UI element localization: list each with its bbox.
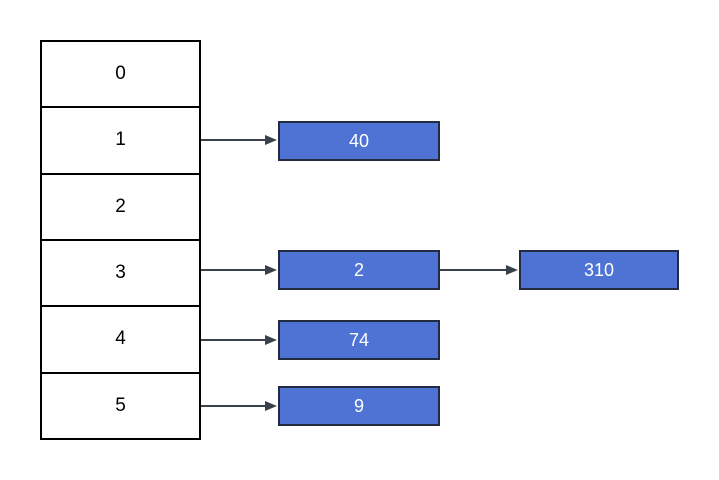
bucket-cell-0: 0 bbox=[42, 42, 199, 109]
arrowhead-icon bbox=[265, 265, 277, 275]
bucket-index-label: 3 bbox=[115, 262, 126, 284]
arrow-bucket1-to-node bbox=[201, 135, 277, 145]
bucket-cell-5: 5 bbox=[42, 373, 199, 438]
chain-node-bucket1-0: 40 bbox=[278, 121, 440, 161]
arrowhead-icon bbox=[506, 265, 518, 275]
arrowhead-icon bbox=[265, 135, 277, 145]
chain-node-bucket5-0: 9 bbox=[278, 386, 440, 426]
bucket-cell-1: 1 bbox=[42, 108, 199, 175]
bucket-array: 0 1 2 3 4 5 bbox=[40, 40, 201, 440]
bucket-index-label: 2 bbox=[115, 195, 126, 217]
arrow-shaft bbox=[201, 269, 266, 271]
bucket-index-label: 0 bbox=[115, 63, 126, 85]
bucket-cell-2: 2 bbox=[42, 174, 199, 241]
arrow-bucket4-to-node bbox=[201, 335, 277, 345]
chain-node-bucket3-0: 2 bbox=[278, 250, 440, 290]
bucket-index-label: 4 bbox=[115, 328, 126, 350]
arrow-node2-to-node310 bbox=[440, 265, 518, 275]
arrow-shaft bbox=[201, 339, 266, 341]
arrow-shaft bbox=[201, 139, 266, 141]
chain-node-bucket3-1: 310 bbox=[519, 250, 679, 290]
bucket-index-label: 5 bbox=[115, 394, 126, 416]
bucket-cell-3: 3 bbox=[42, 240, 199, 308]
arrowhead-icon bbox=[265, 335, 277, 345]
bucket-index-label: 1 bbox=[115, 129, 126, 151]
arrow-bucket3-to-node bbox=[201, 265, 277, 275]
arrowhead-icon bbox=[265, 401, 277, 411]
chain-node-bucket4-0: 74 bbox=[278, 320, 440, 360]
arrow-shaft bbox=[201, 405, 266, 407]
arrow-shaft bbox=[440, 269, 507, 271]
bucket-cell-4: 4 bbox=[42, 307, 199, 374]
arrow-bucket5-to-node bbox=[201, 401, 277, 411]
